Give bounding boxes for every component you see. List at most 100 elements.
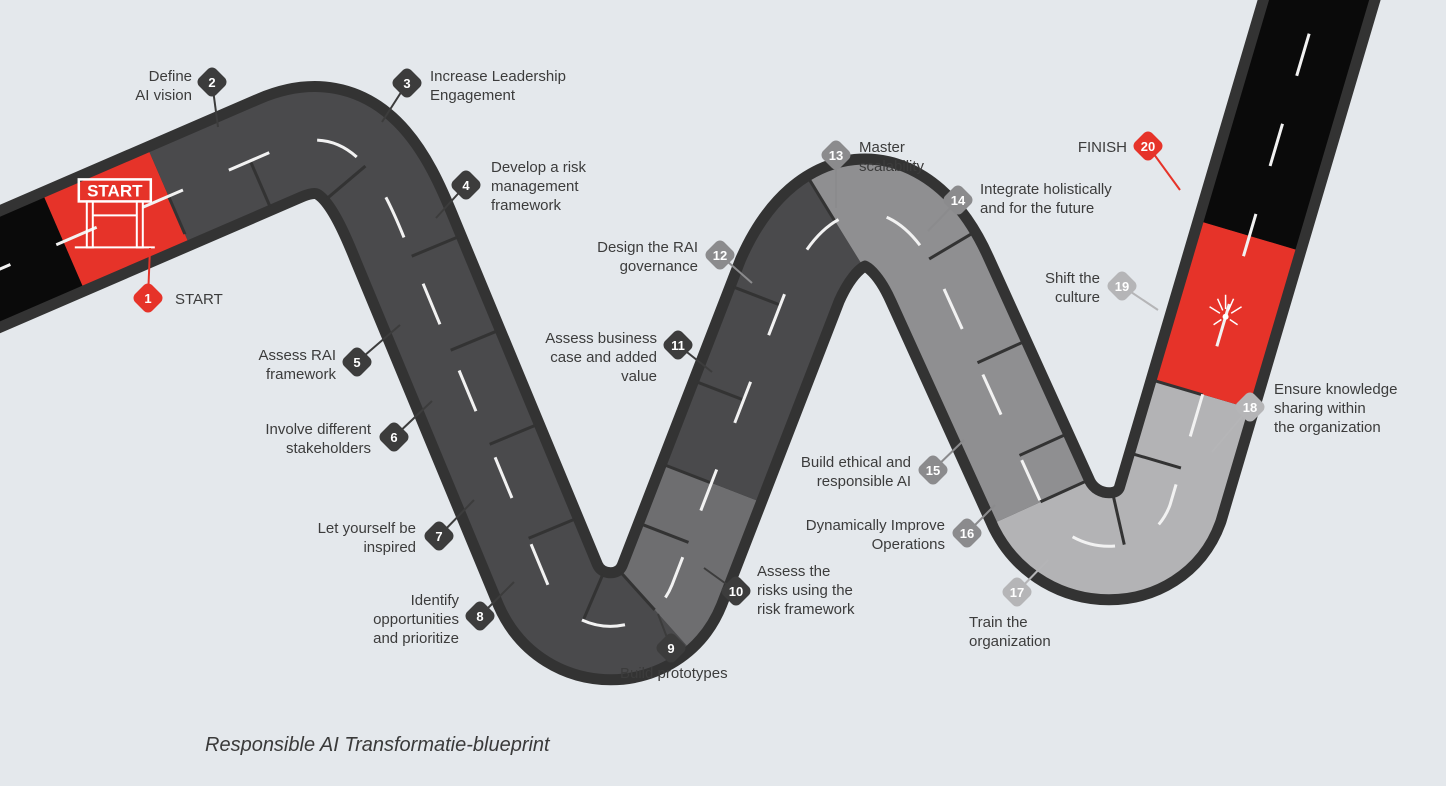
step-badge-diamond — [1107, 271, 1137, 301]
confetti-ray — [1209, 306, 1221, 314]
step-number: 20 — [1141, 139, 1155, 154]
step-label-13: Master scalability — [859, 138, 924, 176]
road: START — [0, 0, 1381, 686]
step-badge-diamond — [705, 240, 735, 270]
step-marker-1: 1 — [133, 247, 163, 313]
step-number: 4 — [462, 178, 470, 193]
road-section-3 — [0, 0, 1370, 675]
step-marker-10: 10 — [703, 567, 751, 606]
step-label-line: Assess the — [757, 563, 831, 580]
step-label-line: Assess RAI — [258, 347, 336, 364]
step-marker-2: 2 — [197, 67, 227, 128]
step-number: 12 — [713, 248, 727, 263]
step-number: 11 — [671, 338, 685, 353]
step-badge-diamond — [721, 576, 751, 606]
step-number: 7 — [435, 529, 442, 544]
step-badge-diamond — [918, 455, 948, 485]
step-badge-diamond — [197, 67, 227, 97]
step-label-line: stakeholders — [285, 440, 371, 457]
step-label-line: risks using the — [757, 582, 853, 599]
step-badge-diamond — [342, 347, 372, 377]
finish-celebration-icon — [1209, 294, 1242, 326]
step-label-line: scalability — [859, 158, 925, 175]
step-label-line: Dynamically Improve — [805, 517, 945, 534]
step-badge-diamond — [133, 283, 163, 313]
step-label-line: Develop a risk — [491, 159, 587, 176]
step-label-line: Integrate holistically — [980, 181, 1112, 198]
step-label-line: FINISH — [1077, 139, 1127, 156]
step-marker-7: 7 — [424, 499, 475, 551]
step-label-line: and for the future — [980, 200, 1095, 217]
step-number: 13 — [829, 148, 843, 163]
step-label-20: FINISH — [1078, 138, 1127, 157]
step-label-line: Operations — [871, 536, 945, 553]
step-marker-20: 20 — [1133, 131, 1181, 191]
step-label-line: Train the — [969, 614, 1028, 631]
step-label-line: and prioritize — [373, 630, 459, 647]
step-marker-18: 18 — [1211, 392, 1265, 453]
step-label-line: Engagement — [430, 87, 516, 104]
step-number: 5 — [353, 355, 360, 370]
step-badge-diamond — [1002, 577, 1032, 607]
step-label-line: sharing within — [1274, 400, 1366, 417]
step-label-line: culture — [1054, 289, 1100, 306]
step-label-line: Define — [148, 68, 192, 85]
step-label-line: Master — [859, 139, 905, 156]
confetti-ray — [1216, 298, 1224, 311]
step-badge-diamond — [943, 185, 973, 215]
step-number: 17 — [1010, 585, 1024, 600]
step-label-line: Design the RAI — [597, 239, 698, 256]
step-number: 16 — [960, 526, 974, 541]
step-label-line: AI vision — [135, 87, 192, 104]
step-label-1: START — [175, 290, 223, 309]
step-number: 9 — [667, 641, 674, 656]
step-number: 19 — [1115, 279, 1129, 294]
step-label-10: Assess the risks using the risk framework — [757, 562, 855, 619]
step-marker-14: 14 — [927, 185, 973, 232]
road-tile-divider — [620, 571, 690, 627]
step-marker-16: 16 — [952, 504, 996, 548]
step-label-line: the organization — [1274, 419, 1381, 436]
step-label-line: Build prototypes — [620, 665, 728, 682]
step-marker-12: 12 — [705, 240, 753, 284]
step-badge-diamond — [424, 521, 454, 551]
start-sign-text: START — [87, 181, 143, 200]
step-label-line: opportunities — [373, 611, 459, 628]
confetti-ray — [1227, 298, 1235, 311]
step-label-line: Assess business — [545, 330, 657, 347]
step-number: 18 — [1243, 400, 1257, 415]
road-center-dashes — [0, 0, 1321, 628]
step-number: 6 — [390, 430, 397, 445]
step-number: 3 — [403, 76, 410, 91]
step-label-line: organization — [969, 633, 1051, 650]
step-label-line: Identify — [410, 592, 459, 609]
step-number: 1 — [144, 291, 151, 306]
step-number: 8 — [476, 609, 483, 624]
step-label-line: Build ethical and — [800, 454, 911, 471]
step-badge-diamond — [392, 68, 422, 98]
step-label-18: Ensure knowledge sharing within the organi… — [1274, 380, 1397, 437]
step-label-line: Ensure knowledge — [1274, 381, 1398, 398]
step-label-14: Integrate holistically and for the future — [980, 180, 1112, 218]
step-label-line: risk framework — [757, 601, 855, 618]
step-badge-diamond — [952, 518, 982, 548]
step-marker-8: 8 — [465, 581, 515, 631]
step-label-line: case and added — [550, 349, 657, 366]
step-number: 2 — [208, 75, 215, 90]
step-label-17: Train the organization — [969, 613, 1051, 651]
step-label-line: framework — [265, 366, 336, 383]
step-label-line: framework — [491, 197, 562, 214]
step-marker-4: 4 — [435, 170, 481, 219]
start-sign-board — [77, 178, 153, 203]
step-badge-diamond — [1235, 392, 1265, 422]
start-gate-icon: START — [74, 178, 155, 249]
confetti-ray — [1229, 318, 1238, 326]
